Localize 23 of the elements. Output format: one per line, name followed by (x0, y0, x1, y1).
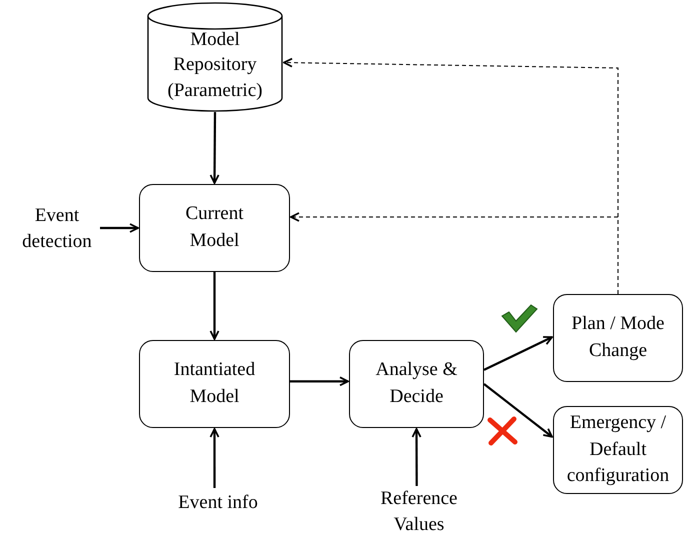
arrow (484, 336, 553, 371)
box-label: Intantiated Model (172, 358, 256, 409)
arrow (210, 272, 220, 340)
box-label: Analyse & Decide (374, 358, 458, 409)
box-label: Emergency / Default configuration (566, 411, 670, 488)
input-label: Reference Values (362, 486, 476, 538)
box-label: Plan / Mode Change (570, 312, 666, 363)
process-box (553, 406, 683, 494)
box-label: Current Model (184, 202, 245, 253)
arrow (412, 428, 422, 486)
arrow (210, 428, 220, 488)
process-box (553, 294, 683, 382)
input-label: Event info (160, 488, 276, 518)
arrow (210, 112, 220, 184)
box-label: Model Repository (Parametric) (166, 28, 264, 103)
process-box (349, 340, 484, 428)
input-label: Event detection (14, 204, 100, 254)
arrow (290, 376, 349, 386)
process-box (139, 340, 290, 428)
database-cylinder (147, 2, 283, 112)
arrow (100, 223, 139, 233)
process-box (139, 184, 290, 272)
arrow (483, 383, 553, 438)
